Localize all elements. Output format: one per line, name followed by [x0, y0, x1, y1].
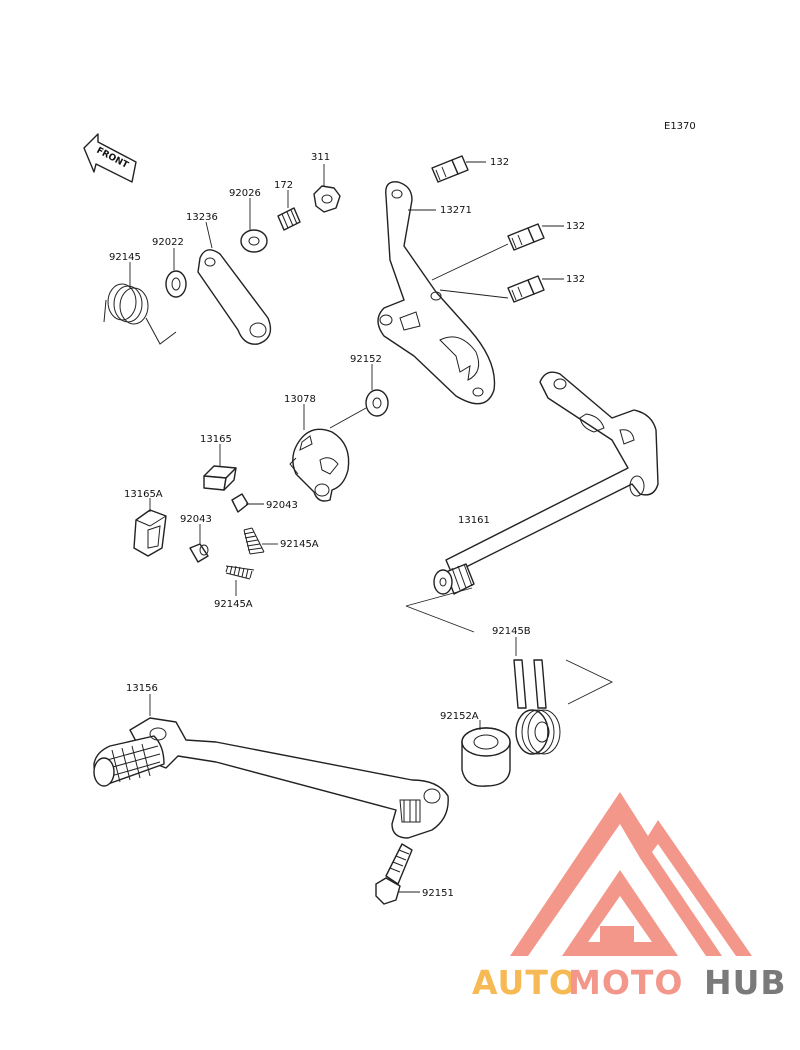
part-92022-washer [165, 270, 187, 298]
part-172-collar [277, 207, 301, 231]
label-92145: 92145 [109, 252, 141, 263]
diagram-code: E1370 [664, 121, 696, 132]
logo-text-auto: AUTO [472, 963, 578, 1002]
part-132-bolt-mid [507, 223, 545, 251]
part-92151-bolt [375, 843, 413, 905]
part-13165-block [203, 465, 237, 491]
part-92145-spring [103, 283, 177, 345]
label-13165: 13165 [200, 434, 232, 445]
label-132-top: 132 [490, 157, 509, 168]
part-92043-pin-lower [189, 543, 209, 563]
label-92043-upper: 92043 [266, 500, 298, 511]
label-92152A: 92152A [440, 711, 479, 722]
label-13156: 13156 [126, 683, 158, 694]
front-arrow-icon: FRONT [83, 133, 137, 183]
part-92043-pin-upper [231, 493, 249, 513]
label-92151: 92151 [422, 888, 454, 899]
part-13161-shaft [433, 371, 659, 595]
part-13156-pedal [93, 717, 449, 839]
label-92026: 92026 [229, 188, 261, 199]
part-132-bolt-low [507, 275, 545, 303]
automotohub-logo: AUTO MOTO HUB [472, 792, 787, 1002]
label-13078: 13078 [284, 394, 316, 405]
part-13236-arm [197, 249, 272, 345]
label-13161: 13161 [458, 515, 490, 526]
part-92152-washer [365, 389, 389, 417]
label-92145B: 92145B [492, 626, 531, 637]
label-311: 311 [311, 152, 330, 163]
part-13078-cam [289, 428, 350, 502]
label-92145A-upper: 92145A [280, 539, 319, 550]
label-13236: 13236 [186, 212, 218, 223]
logo-text-hub: HUB [704, 963, 787, 1002]
label-13165A: 13165A [124, 489, 163, 500]
part-92145A-spring-upper [243, 527, 265, 555]
label-92145A-lower: 92145A [214, 599, 253, 610]
part-92145A-spring-lower [225, 565, 255, 580]
part-92026-washer [240, 229, 268, 253]
part-13271-bracket [377, 181, 496, 405]
part-311-nut [313, 185, 341, 213]
label-132-mid: 132 [566, 221, 585, 232]
label-172: 172 [274, 180, 293, 191]
part-132-bolt-top [431, 155, 469, 183]
part-92152A-collar [461, 727, 511, 787]
label-92043-lower: 92043 [180, 514, 212, 525]
label-92022: 92022 [152, 237, 184, 248]
label-92152: 92152 [350, 354, 382, 365]
part-92145B-spring [513, 659, 561, 755]
part-13165A-block [133, 509, 167, 557]
label-132-low: 132 [566, 274, 585, 285]
logo-text-moto: MOTO [568, 963, 683, 1002]
label-13271: 13271 [440, 205, 472, 216]
